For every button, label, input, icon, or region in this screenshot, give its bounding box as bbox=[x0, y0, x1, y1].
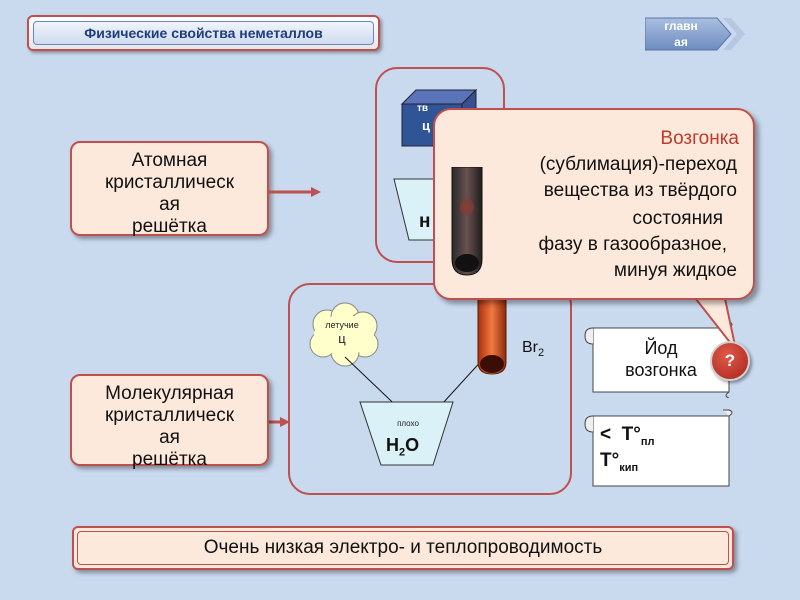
temperature-scroll-icon bbox=[584, 409, 733, 487]
home-button[interactable]: главн ая bbox=[644, 17, 745, 51]
home-label-line1: главн bbox=[664, 19, 698, 33]
question-icon: ? bbox=[724, 351, 736, 370]
popup-title: Возгонка bbox=[660, 128, 739, 149]
molecular-frame bbox=[288, 283, 572, 495]
home-arrow-icon bbox=[644, 17, 745, 51]
flask-formula: H2O bbox=[386, 435, 420, 459]
page-title: Физические свойства неметаллов bbox=[33, 21, 374, 45]
volatile-cloud-icon bbox=[309, 302, 379, 367]
melting-temp: < Т°пл bbox=[600, 424, 655, 448]
sublimation-popup: Возгонка (сублимация)-переход вещества и… bbox=[433, 108, 755, 300]
atomic-arrow-icon bbox=[269, 187, 321, 197]
title-banner: Физические свойства неметаллов bbox=[27, 15, 380, 51]
molecular-flask-icon bbox=[359, 401, 454, 466]
molecular-arrow-icon bbox=[268, 417, 290, 427]
cloud-text-2: ц bbox=[338, 331, 346, 346]
flask-text-small: плохо bbox=[397, 419, 419, 428]
bromine-tube-icon bbox=[477, 290, 507, 375]
atomic-lattice-label: Атомная кристаллическ ая решётка bbox=[70, 141, 269, 237]
molecular-lattice-label: Молекулярная кристаллическ ая решётка bbox=[70, 374, 269, 470]
bromine-label: Br2 bbox=[522, 339, 545, 360]
cube-text: тв bbox=[417, 103, 429, 114]
cube-text-2: ц bbox=[422, 118, 430, 133]
iodine-tube-icon bbox=[451, 167, 483, 276]
help-button[interactable]: ? bbox=[710, 341, 750, 381]
conductivity-banner: Очень низкая электро- и теплопроводимост… bbox=[72, 526, 734, 570]
boiling-temp: Т°кип bbox=[600, 450, 639, 474]
iodine-text: Йод возгонка bbox=[625, 338, 697, 380]
conductivity-text: Очень низкая электро- и теплопроводимост… bbox=[203, 537, 603, 558]
atomic-flask-text: н bbox=[419, 211, 431, 232]
cloud-text: летучие bbox=[325, 320, 359, 330]
home-label-line2: ая bbox=[674, 35, 688, 49]
